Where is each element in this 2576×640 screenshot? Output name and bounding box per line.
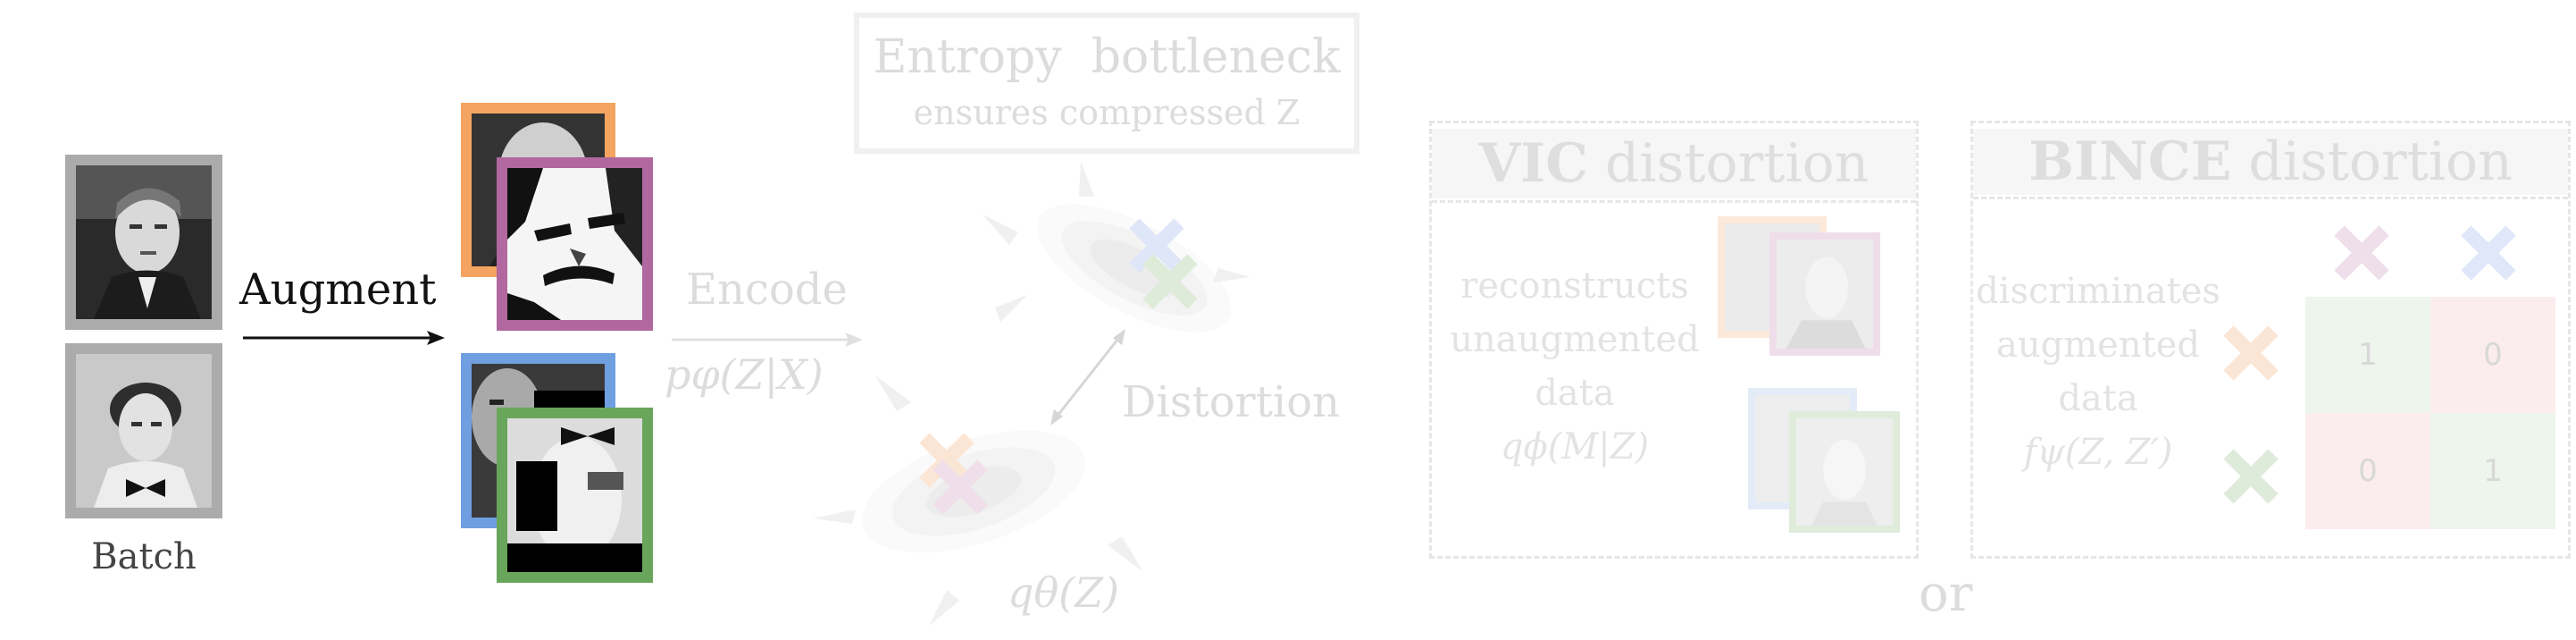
entropy-box: Entropy bottleneck ensures compressed Z bbox=[854, 13, 1359, 154]
batch-photo-man bbox=[65, 155, 222, 330]
flow-arrow-icon bbox=[1079, 161, 1094, 197]
distortion-arrow bbox=[1052, 334, 1123, 421]
latent-space-diagram bbox=[813, 161, 1250, 626]
encode-arrow bbox=[672, 333, 863, 347]
or-label: or bbox=[1919, 565, 1973, 623]
matrix-cell-0-1: 0 bbox=[2430, 297, 2555, 413]
flow-arrow-icon bbox=[929, 590, 959, 626]
matrix-cell-0-0: 1 bbox=[2305, 297, 2430, 413]
cross-green-icon bbox=[1142, 254, 1198, 309]
flow-arrow-icon bbox=[1108, 536, 1143, 572]
augment-label: Augment bbox=[239, 265, 437, 315]
augmented-photo-green bbox=[497, 408, 653, 583]
entropy-subtitle: ensures compressed Z bbox=[913, 93, 1301, 132]
bince-crosses bbox=[2223, 225, 2516, 504]
flow-arrow-icon bbox=[875, 375, 911, 411]
flow-arrow-icon bbox=[983, 215, 1018, 245]
encode-formula: pφ(Z|X) bbox=[665, 350, 824, 399]
distortion-label: Distortion bbox=[1122, 377, 1341, 427]
bince-description: discriminates augmented data fψ(Z, Z′) bbox=[1976, 271, 2221, 473]
flow-arrow-icon bbox=[995, 295, 1027, 322]
batch-photo-woman bbox=[65, 343, 222, 518]
cross-purple-icon bbox=[2334, 225, 2389, 281]
bince-title: BINCE distortion bbox=[1973, 129, 2568, 195]
flow-arrow-icon bbox=[1213, 268, 1250, 282]
encode-label: Encode bbox=[686, 265, 848, 315]
vic-description: reconstructs unaugmented data qϕ(M|Z) bbox=[1450, 265, 1700, 467]
flow-arrow-icon bbox=[813, 509, 856, 524]
cross-orange-icon bbox=[919, 433, 974, 488]
entropy-title: Entropy bottleneck bbox=[873, 30, 1341, 84]
cross-blue-icon bbox=[1129, 218, 1184, 274]
cross-blue-icon bbox=[2461, 225, 2516, 281]
vic-title: VIC distortion bbox=[1432, 129, 1916, 198]
cross-green-icon bbox=[2223, 449, 2279, 504]
matrix-cell-1-0: 0 bbox=[2305, 413, 2430, 529]
prior-formula: qθ(Z) bbox=[1008, 568, 1119, 617]
matrix-cell-1-1: 1 bbox=[2430, 413, 2555, 529]
vic-photo-green bbox=[1789, 411, 1900, 533]
bince-distortion-box: BINCE distortion discriminates augmented… bbox=[1970, 121, 2571, 559]
batch-label: Batch bbox=[91, 536, 197, 577]
vic-photo-purple bbox=[1769, 232, 1880, 356]
augmented-photo-purple bbox=[497, 157, 653, 331]
augment-arrow bbox=[243, 331, 445, 345]
cross-purple-icon bbox=[933, 459, 988, 515]
cross-orange-icon bbox=[2223, 325, 2279, 381]
vic-distortion-box: VIC distortion reconstructs unaugmented … bbox=[1429, 121, 1919, 559]
